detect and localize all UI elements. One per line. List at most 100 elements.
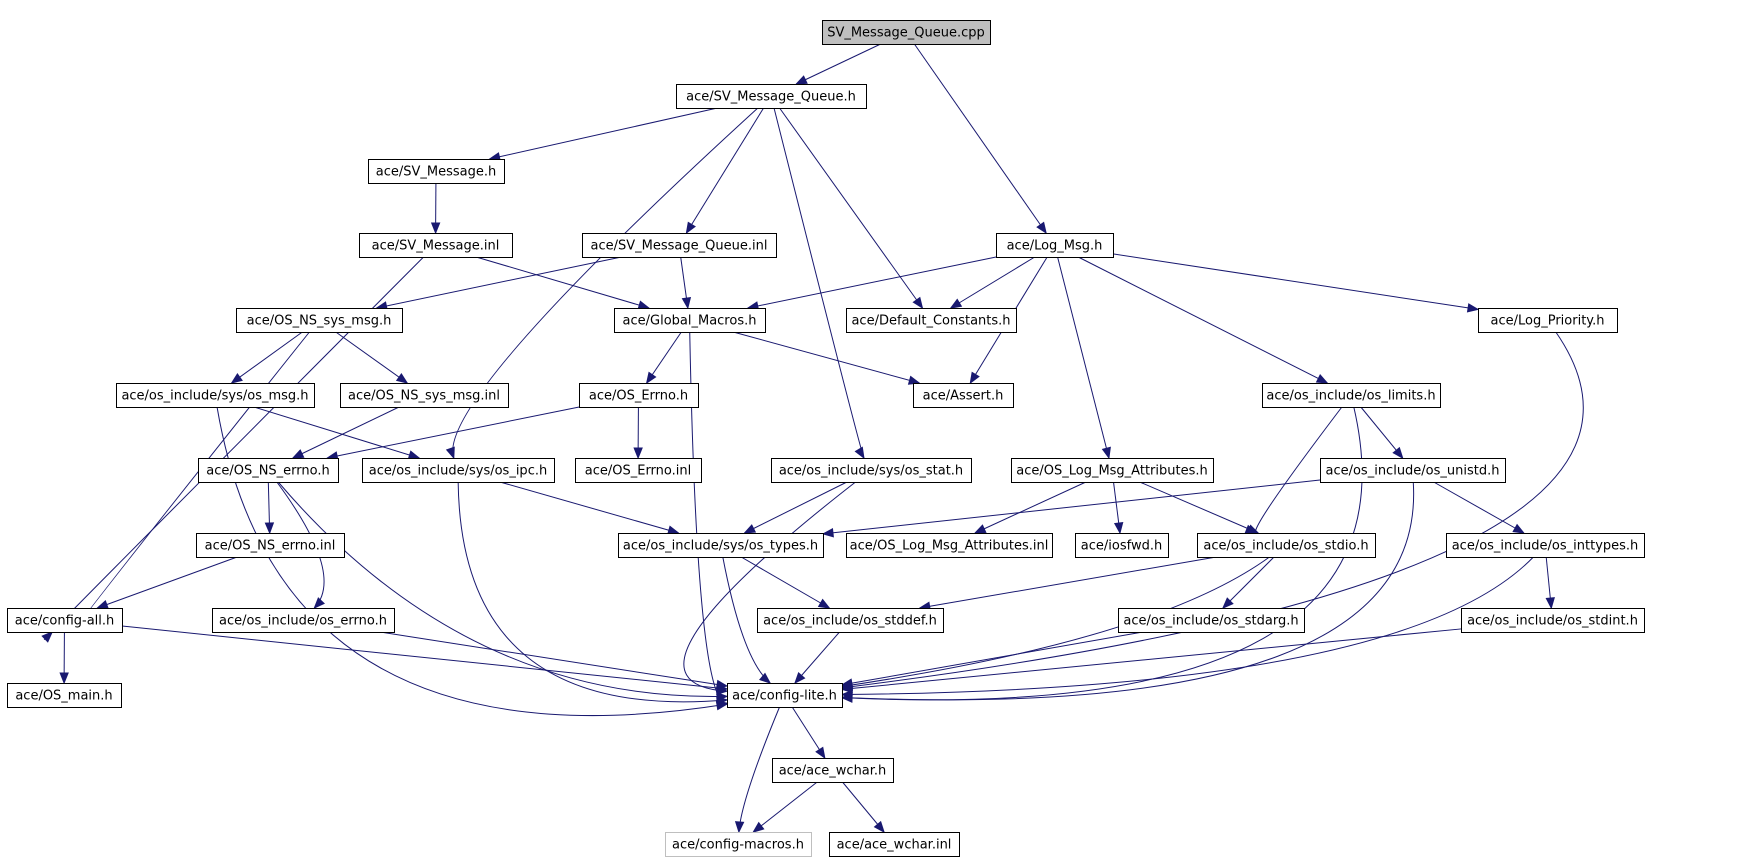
node-box[interactable] <box>1011 458 1214 483</box>
node-config-macros-h[interactable]: ace/config-macros.h <box>665 832 812 857</box>
node-box[interactable] <box>579 383 699 408</box>
node-sv-message-queue-cpp[interactable]: SV_Message_Queue.cpp <box>822 20 991 45</box>
node-box[interactable] <box>996 233 1114 258</box>
edge-sv_message_queue_cpp-to-log_msg_h <box>913 43 1047 234</box>
edge-arrowhead-os_include_sys_os_ipc_h <box>445 446 455 460</box>
node-iosfwd-h[interactable]: ace/iosfwd.h <box>1075 533 1169 558</box>
edge-os_ns_sys_msg_h-to-os_ns_sys_msg_inl <box>335 331 408 384</box>
edge-arrowhead-config_lite_h <box>794 671 806 685</box>
node-box[interactable] <box>1461 608 1645 633</box>
node-box[interactable] <box>368 159 505 184</box>
node-ace-wchar-inl[interactable]: ace/ace_wchar.inl <box>829 832 960 857</box>
node-box[interactable] <box>340 383 509 408</box>
node-os-errno-h[interactable]: ace/OS_Errno.h <box>579 383 699 408</box>
node-os-ns-errno-inl[interactable]: ace/OS_NS_errno.inl <box>196 533 345 558</box>
node-os-include-os-stdio-h[interactable]: ace/os_include/os_stdio.h <box>1197 533 1376 558</box>
node-label: ace/Assert.h <box>923 389 1004 404</box>
node-os-log-msg-attributes-h[interactable]: ace/OS_Log_Msg_Attributes.h <box>1011 458 1214 483</box>
node-box[interactable] <box>236 308 403 333</box>
node-box[interactable] <box>198 458 339 483</box>
node-config-lite-h[interactable]: ace/config-lite.h <box>727 683 843 708</box>
node-box[interactable] <box>1118 608 1305 633</box>
node-label: SV_Message_Queue.cpp <box>827 26 985 41</box>
edge-arrowhead-default_constants_h <box>949 298 963 309</box>
node-os-include-os-errno-h[interactable]: ace/os_include/os_errno.h <box>212 608 395 633</box>
edge-os_ns_errno_h-to-config_lite_h <box>277 481 728 697</box>
node-os-include-os-limits-h[interactable]: ace/os_include/os_limits.h <box>1262 383 1441 408</box>
edge-arrowhead-sv_message_queue_inl <box>685 221 696 235</box>
node-box[interactable] <box>7 608 123 633</box>
node-os-ns-sys-msg-inl[interactable]: ace/OS_NS_sys_msg.inl <box>340 383 509 408</box>
node-box[interactable] <box>727 683 843 708</box>
node-label: ace/OS_NS_errno.inl <box>205 539 336 554</box>
node-default-constants-h[interactable]: ace/Default_Constants.h <box>846 308 1017 333</box>
node-box[interactable] <box>772 758 894 783</box>
node-sv-message-inl[interactable]: ace/SV_Message.inl <box>359 233 513 258</box>
node-log-priority-h[interactable]: ace/Log_Priority.h <box>1478 308 1618 333</box>
edge-arrowhead-os_include_os_stdint_h <box>1545 597 1555 610</box>
node-assert-h[interactable]: ace/Assert.h <box>913 383 1014 408</box>
node-label: ace/OS_NS_sys_msg.inl <box>348 389 500 404</box>
node-os-errno-inl[interactable]: ace/OS_Errno.inl <box>575 458 702 483</box>
node-box[interactable] <box>362 458 555 483</box>
node-os-include-os-stdarg-h[interactable]: ace/os_include/os_stdarg.h <box>1118 608 1305 633</box>
node-os-include-os-stddef-h[interactable]: ace/os_include/os_stddef.h <box>757 608 944 633</box>
node-os-include-os-stdint-h[interactable]: ace/os_include/os_stdint.h <box>1461 608 1645 633</box>
edge-arrowhead-os_log_msg_attributes_inl <box>973 524 987 534</box>
node-box[interactable] <box>665 832 812 857</box>
node-box[interactable] <box>1446 533 1645 558</box>
node-os-include-os-unistd-h[interactable]: ace/os_include/os_unistd.h <box>1320 458 1506 483</box>
node-os-include-os-inttypes-h[interactable]: ace/os_include/os_inttypes.h <box>1446 533 1645 558</box>
node-os-include-sys-os-ipc-h[interactable]: ace/os_include/sys/os_ipc.h <box>362 458 555 483</box>
node-box[interactable] <box>196 533 345 558</box>
node-ace-wchar-h[interactable]: ace/ace_wchar.h <box>772 758 894 783</box>
node-sv-message-queue-h[interactable]: ace/SV_Message_Queue.h <box>676 84 867 109</box>
node-config-all-h[interactable]: ace/config-all.h <box>7 608 123 633</box>
node-box[interactable] <box>359 233 513 258</box>
node-box[interactable] <box>822 20 991 45</box>
edge-log_msg_h-to-global_macros_h <box>747 256 997 309</box>
node-os-include-sys-os-types-h[interactable]: ace/os_include/sys/os_types.h <box>618 533 824 558</box>
node-box[interactable] <box>1075 533 1169 558</box>
node-box[interactable] <box>1320 458 1506 483</box>
node-os-ns-sys-msg-h[interactable]: ace/OS_NS_sys_msg.h <box>236 308 403 333</box>
edge-arrowhead-config_lite_h <box>840 683 853 694</box>
node-sv-message-h[interactable]: ace/SV_Message.h <box>368 159 505 184</box>
node-os-ns-errno-h[interactable]: ace/OS_NS_errno.h <box>198 458 339 483</box>
node-layer: SV_Message_Queue.cpp ace/SV_Message_Queue… <box>7 20 1645 857</box>
node-os-include-sys-os-msg-h[interactable]: ace/os_include/sys/os_msg.h <box>116 383 315 408</box>
node-box[interactable] <box>212 608 395 633</box>
node-box[interactable] <box>575 458 702 483</box>
node-box[interactable] <box>582 233 777 258</box>
node-os-main-h[interactable]: ace/OS_main.h <box>7 683 122 708</box>
node-box[interactable] <box>676 84 867 109</box>
node-box[interactable] <box>1197 533 1376 558</box>
node-label: ace/os_include/os_stdint.h <box>1467 614 1638 629</box>
node-box[interactable] <box>846 308 1017 333</box>
node-box[interactable] <box>829 832 960 857</box>
edge-os_include_os_stdio_h-to-config_lite_h <box>841 556 1270 687</box>
edge-sv_message_queue_h-to-default_constants_h <box>779 107 923 309</box>
node-box[interactable] <box>7 683 122 708</box>
node-os-include-sys-os-stat-h[interactable]: ace/os_include/sys/os_stat.h <box>771 458 972 483</box>
node-log-msg-h[interactable]: ace/Log_Msg.h <box>996 233 1114 258</box>
node-box[interactable] <box>618 533 824 558</box>
edge-arrowhead-config_macros_h <box>734 821 745 834</box>
node-box[interactable] <box>913 383 1014 408</box>
node-sv-message-queue-inl[interactable]: ace/SV_Message_Queue.inl <box>582 233 777 258</box>
node-label: ace/os_include/sys/os_stat.h <box>779 464 963 479</box>
node-box[interactable] <box>116 383 315 408</box>
node-os-log-msg-attributes-inl[interactable]: ace/OS_Log_Msg_Attributes.inl <box>846 533 1053 558</box>
node-label: ace/SV_Message.h <box>376 165 497 180</box>
edge-os_log_msg_attributes_h-to-os_log_msg_attributes_inl <box>974 481 1087 534</box>
node-global-macros-h[interactable]: ace/Global_Macros.h <box>614 308 766 333</box>
node-box[interactable] <box>757 608 944 633</box>
node-box[interactable] <box>846 533 1053 558</box>
edge-arrowhead-os_include_os_limits_h <box>1315 374 1329 384</box>
node-box[interactable] <box>1478 308 1618 333</box>
node-box[interactable] <box>771 458 972 483</box>
node-box[interactable] <box>1262 383 1441 408</box>
node-label: ace/os_include/sys/os_types.h <box>623 539 818 554</box>
node-box[interactable] <box>614 308 766 333</box>
